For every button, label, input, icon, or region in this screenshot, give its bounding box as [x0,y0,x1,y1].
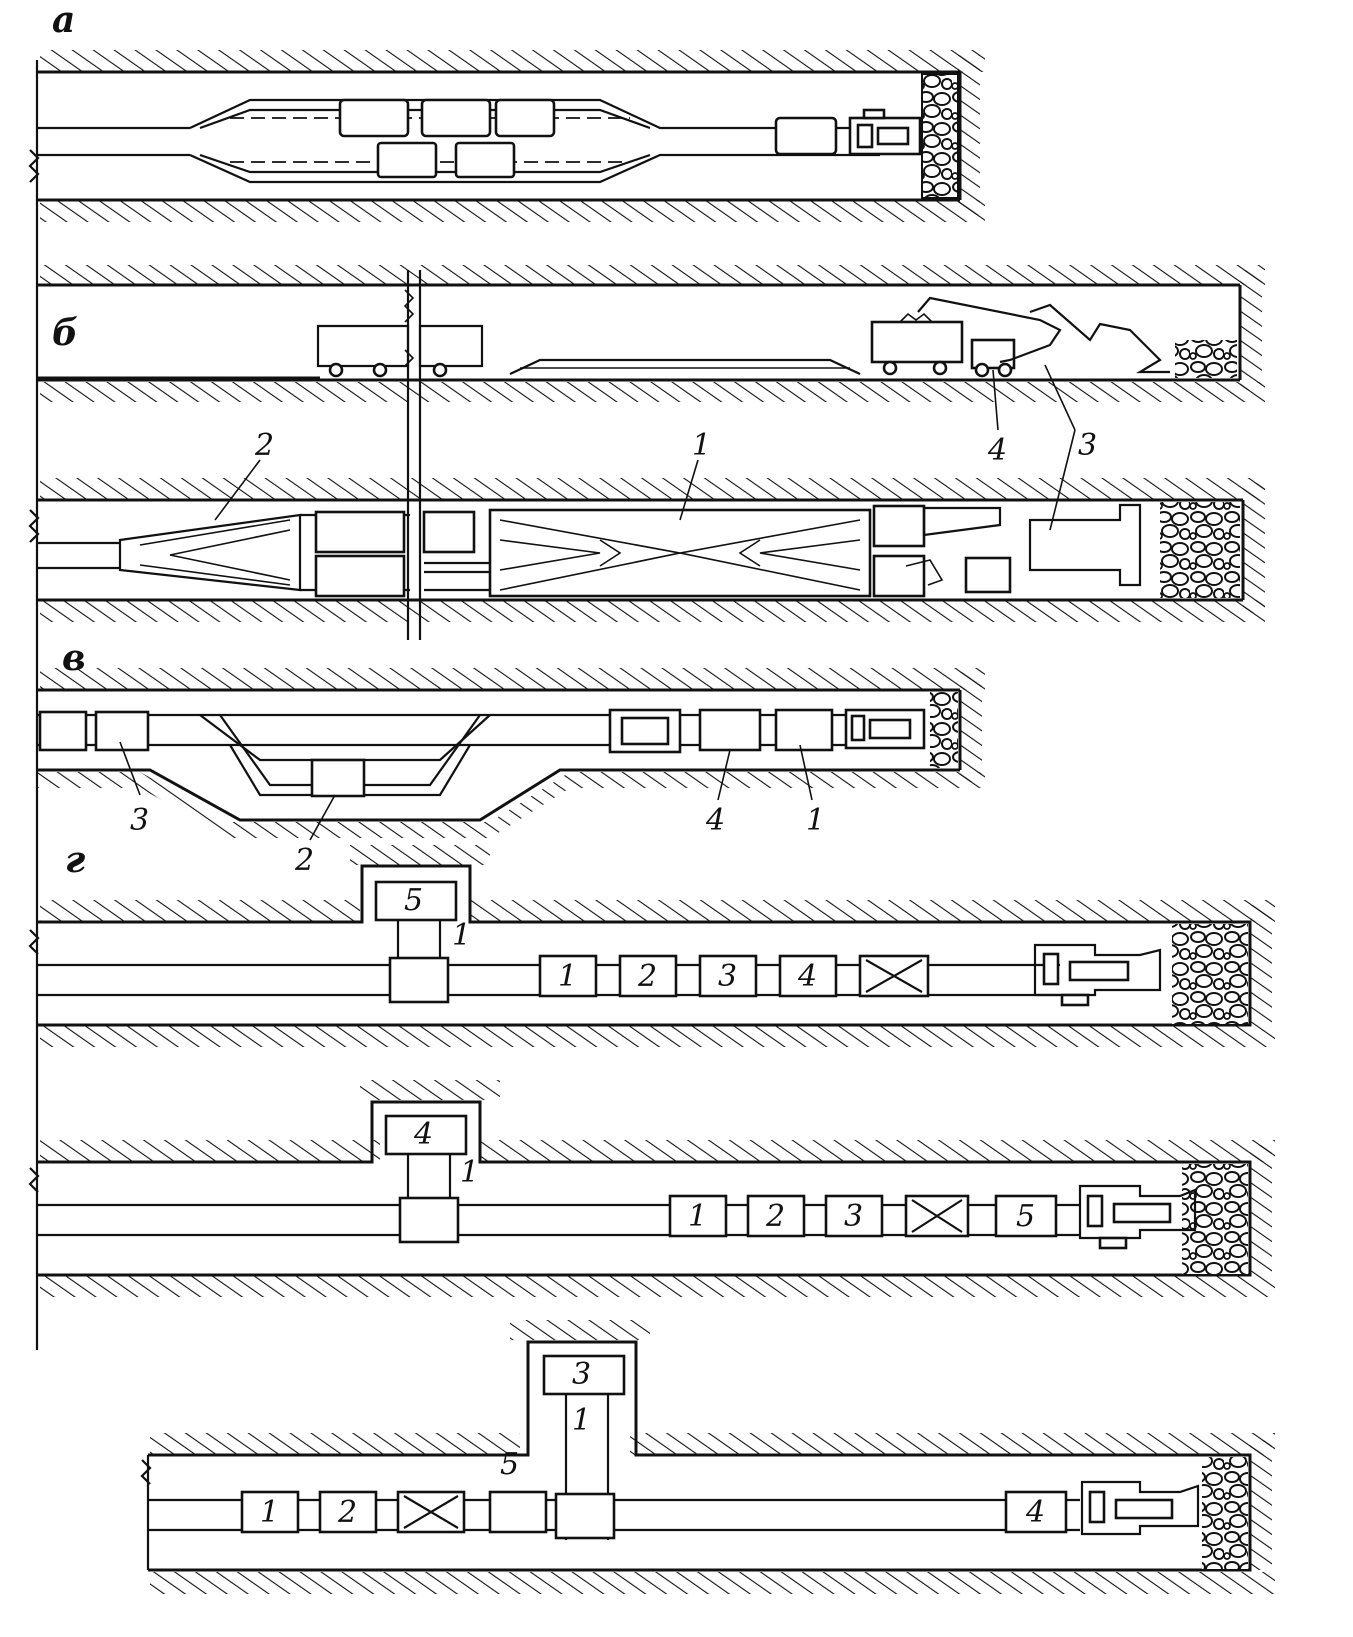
lift-label: 1 [460,1155,479,1190]
car-4: 4 [778,954,838,998]
empty-car-plan [422,510,476,554]
car-1: 1 [240,1490,300,1534]
locomotive [904,1194,970,1238]
niche-car-label: 4 [413,1117,433,1152]
label-4: 4 [987,433,1007,468]
loader-plan [905,503,1142,594]
loaded-car [494,98,556,138]
svg-text:4: 4 [797,959,817,994]
panel-v: в 3 2 4 1 [37,637,985,878]
car-5: 5 [994,1194,1058,1238]
svg-text:1: 1 [688,1199,707,1234]
loaded-car [420,98,492,138]
car-2: 2 [746,1194,806,1238]
panel-g-1: г 5 1 1 2 3 4 [28,839,1275,1047]
car-3: 3 [698,954,758,998]
panel-a: а [28,0,985,222]
label-2: 2 [254,428,274,463]
panel-label-a: а [52,0,75,41]
loaded-car-5 [488,1490,548,1534]
svg-text:3: 3 [718,959,737,994]
rock-pile-side [1175,340,1237,378]
svg-text:2: 2 [637,959,657,994]
panel-g-3: 3 1 1 2 5 4 [140,1320,1275,1594]
loaded-car-at-loader [774,116,838,156]
niche-car-label: 3 [572,1357,591,1392]
loaded-mine-car-side [870,312,964,376]
loader-machine [848,108,922,156]
loaded-car-2 [310,758,366,798]
svg-text:4: 4 [1025,1495,1045,1530]
empty-car-4 [698,708,762,752]
locomotive [396,1490,466,1534]
locomotive [858,954,930,998]
label-3-v: 3 [130,803,149,838]
svg-text:1: 1 [260,1495,279,1530]
car-2: 2 [318,1490,378,1534]
conveyor-1 [488,508,872,598]
label-2-v: 2 [294,843,314,878]
hatch-top-a [40,50,985,72]
car-2: 2 [618,954,678,998]
niche-car-label: 5 [404,883,423,918]
empty-car [376,141,438,179]
svg-text:3: 3 [844,1199,863,1234]
lift-label: 1 [572,1403,591,1438]
loader-v [844,708,926,750]
car-1: 1 [668,1194,728,1238]
loader-g2 [1078,1184,1197,1250]
hatch-face-a [958,55,980,215]
panel-b: б [28,265,1265,640]
label-5: 5 [500,1447,519,1482]
label-4-v: 4 [705,803,725,838]
panel-label-g: г [65,839,85,881]
loader-g3 [1080,1480,1200,1536]
loaded-car-plan [314,554,406,598]
panel-g-2: 4 1 1 2 3 5 [28,1080,1275,1297]
loader-g1 [1033,943,1162,1007]
loaded-car-1 [774,708,834,752]
car-3: 3 [824,1194,884,1238]
car-4: 4 [1004,1490,1068,1534]
loaded-car-3 [94,710,150,752]
rock-face-a [921,73,959,199]
empty-car-plan [314,510,406,554]
lift-label: 1 [452,918,471,953]
svg-text:2: 2 [765,1199,785,1234]
loaded-car [338,98,410,138]
loader-boom [917,296,1062,364]
mine-car-side [316,324,410,378]
svg-text:2: 2 [337,1495,357,1530]
mine-car-side [418,324,484,378]
svg-text:5: 5 [1016,1199,1035,1234]
hatch-bottom-a [40,200,985,222]
panel-label-b: б [52,312,78,354]
label-1-v: 1 [806,803,825,838]
rock-face-b [1160,502,1240,598]
shuttle-car-4-side [970,338,1016,378]
car-1: 1 [538,954,598,998]
label-3: 3 [1078,428,1097,463]
empty-car [454,141,516,179]
label-1: 1 [692,428,711,463]
svg-text:1: 1 [558,959,577,994]
